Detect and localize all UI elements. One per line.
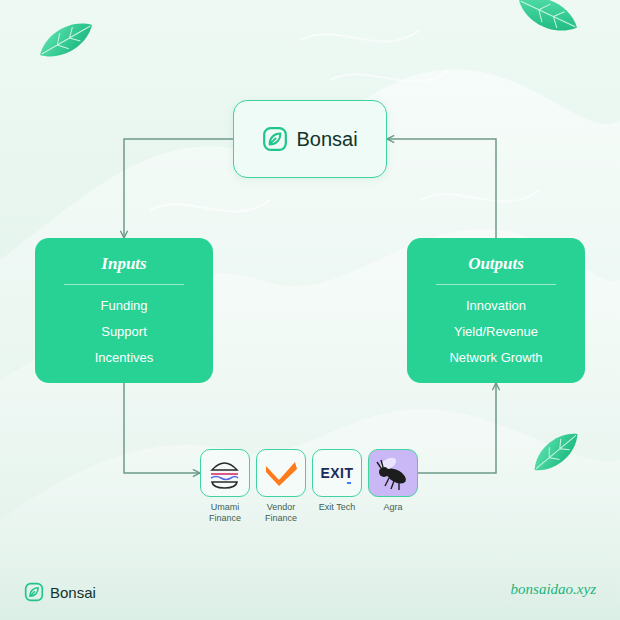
flow-arrow [124, 139, 233, 238]
leaf [527, 425, 584, 478]
burger-layer [211, 473, 238, 475]
flow-arrow [387, 139, 496, 238]
panel-divider [436, 284, 556, 285]
exit-accent [347, 482, 351, 484]
tile-frame [368, 449, 418, 497]
leaf-blade [34, 15, 98, 66]
project-tile: Agra [368, 449, 418, 513]
logo-outline [26, 584, 43, 601]
panel-box: OutputsInnovationYield/RevenueNetwork Gr… [407, 238, 585, 383]
panel-item: Support [47, 319, 201, 345]
flow-arrow [418, 383, 496, 473]
tile-frame: EXIT [312, 449, 362, 497]
footer-url-text: bonsaidao.xyz [511, 581, 596, 598]
hill [0, 409, 620, 620]
burger-bun [212, 463, 237, 470]
project-tile: Umami Finance [200, 449, 250, 524]
tile-caption: Agra [363, 502, 423, 513]
tile-frame [200, 449, 250, 497]
bee-head [379, 467, 389, 477]
leaf-blade [527, 425, 584, 478]
hill-stripes [150, 30, 540, 212]
footer-brand: Bonsai [24, 582, 96, 602]
logo-leaf [30, 588, 38, 596]
panel-item: Funding [47, 293, 201, 319]
brand-logo [24, 582, 44, 602]
logo-outline [265, 128, 287, 150]
brand-name: Bonsai [296, 128, 357, 151]
panel-item: Incentives [47, 345, 201, 371]
flow-arrow [124, 383, 200, 473]
panel-item: Innovation [419, 293, 573, 319]
brand-box: Bonsai [233, 100, 387, 178]
wavy-hills [0, 30, 620, 620]
tile-caption: Exit Tech [307, 502, 367, 513]
vendor-mark [266, 462, 297, 486]
burger-layer [211, 477, 238, 480]
hill [0, 69, 620, 620]
tile-frame [256, 449, 306, 497]
panel-title: Outputs [419, 252, 573, 276]
burger-bun [212, 482, 237, 488]
project-tile: EXITExit Tech [312, 449, 362, 513]
vendor-icon [257, 450, 304, 495]
panel-title: Inputs [47, 252, 201, 276]
panel-item: Yield/Revenue [419, 319, 573, 345]
bee-legs [377, 460, 399, 490]
panel-divider [64, 284, 184, 285]
hill [0, 229, 620, 620]
logo-leaf [270, 134, 281, 145]
leaf-veins [37, 18, 94, 62]
leaf [34, 15, 98, 66]
leaf-veins [517, 0, 580, 36]
leaf-veins [531, 429, 581, 475]
umami-icon [201, 450, 248, 495]
logo-text: EXIT [320, 465, 353, 481]
footer-brand-text: Bonsai [50, 584, 96, 601]
panel-box: InputsFundingSupportIncentives [35, 238, 213, 383]
agra-icon [369, 450, 416, 495]
leaf [513, 0, 582, 40]
tile-caption: Vendor Finance [251, 502, 311, 524]
tile-caption: Umami Finance [195, 502, 255, 524]
leaf-blade [513, 0, 582, 40]
brand-logo [262, 126, 288, 152]
footer-url: bonsaidao.xyz [511, 581, 596, 598]
project-tile: Vendor Finance [256, 449, 306, 524]
panel-item: Network Growth [419, 345, 573, 371]
